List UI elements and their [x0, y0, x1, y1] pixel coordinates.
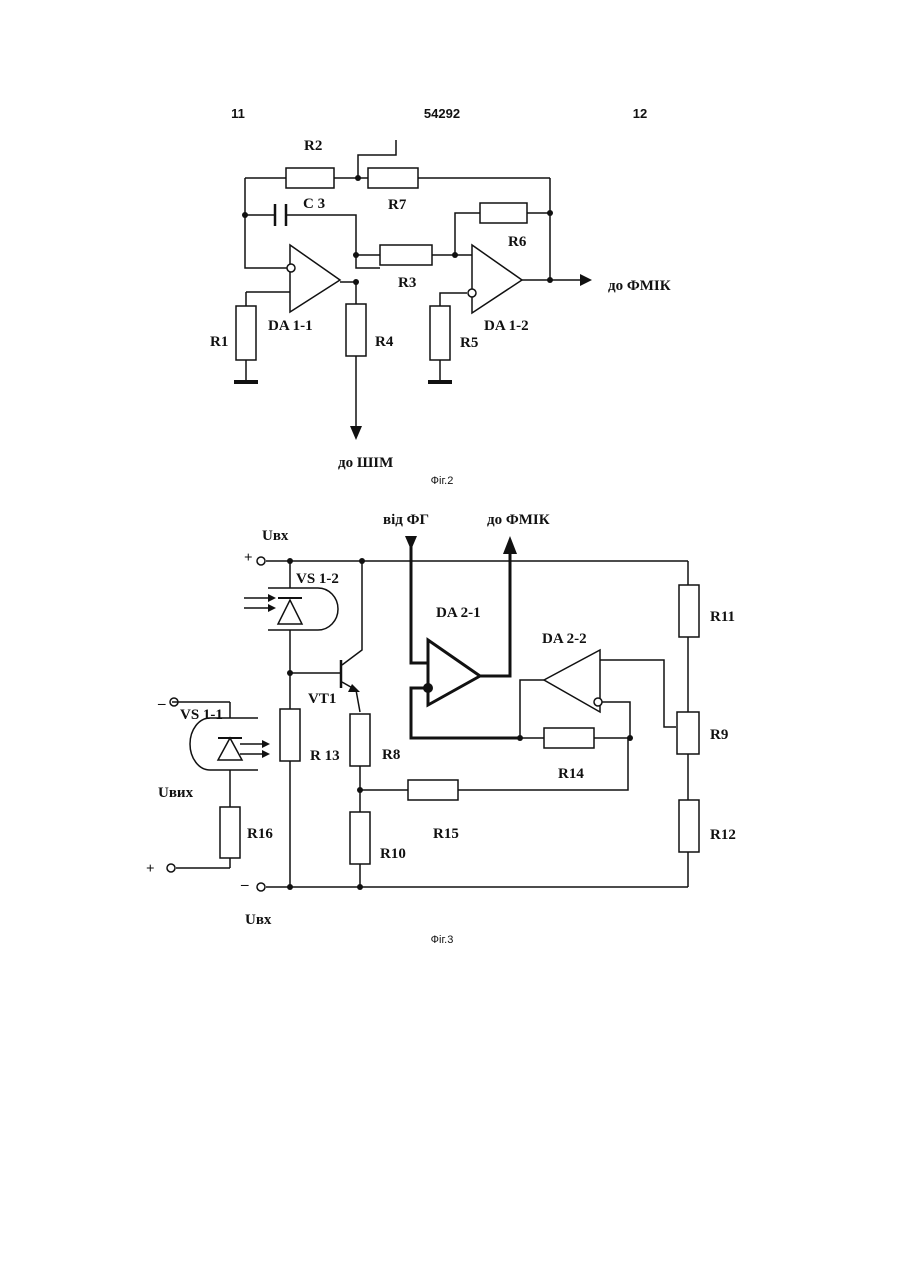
label-out-fmik: до ФМІК — [608, 278, 671, 294]
label-r8: R8 — [382, 747, 400, 763]
label-r1: R1 — [210, 334, 228, 350]
optocoupler-vs1-2 — [244, 588, 338, 630]
arrow-up-icon — [503, 536, 517, 554]
resistor-r5 — [430, 306, 450, 360]
label-minus-left: – — [157, 696, 166, 712]
label-uvx-top: Uвх — [262, 528, 289, 544]
ground-icon — [234, 380, 452, 384]
resistor-r13 — [280, 709, 300, 761]
resistor-r2 — [286, 168, 334, 188]
opamp-da1-1 — [287, 245, 340, 312]
potentiometer-r7 — [368, 168, 418, 188]
label-vs1-2: VS 1-2 — [296, 571, 339, 587]
label-do-fmik: до ФМІК — [487, 512, 550, 528]
label-minus-bottom: – — [240, 877, 249, 893]
label-da2-2: DA 2-2 — [542, 631, 587, 647]
label-r11: R11 — [710, 609, 735, 625]
resistor-r12 — [679, 800, 699, 852]
potentiometer-r9 — [677, 712, 699, 754]
label-r14: R14 — [558, 766, 584, 782]
label-r5: R5 — [460, 335, 478, 351]
label-r6: R6 — [508, 234, 527, 250]
junction-da2-1-input — [423, 683, 433, 693]
patent-number: 54292 — [424, 106, 460, 121]
figure-3-caption: Фіг.3 — [431, 934, 454, 946]
opamp-da2-2 — [544, 650, 602, 712]
resistor-r15 — [408, 780, 458, 800]
label-da2-1: DA 2-1 — [436, 605, 481, 621]
resistor-r11 — [679, 585, 699, 637]
figure-2-caption: Фіг.2 — [431, 475, 454, 487]
label-vid-fg: від ФГ — [383, 512, 429, 528]
label-r15: R15 — [433, 826, 459, 842]
resistor-r1 — [236, 306, 256, 360]
label-out-shim: до ШІМ — [338, 455, 393, 471]
optocoupler-vs1-1 — [190, 718, 270, 770]
label-r10: R10 — [380, 846, 406, 862]
arrow-right-icon — [580, 274, 592, 286]
opamp-da2-1 — [428, 640, 480, 705]
label-r13: R 13 — [310, 748, 340, 764]
label-r16: R16 — [247, 826, 273, 842]
label-r3: R3 — [398, 275, 416, 291]
label-plus-top: + — [244, 550, 253, 566]
page-number-left: 11 — [231, 106, 245, 121]
arrow-down-icon — [405, 536, 417, 550]
label-uvyx: Uвих — [158, 785, 194, 801]
label-c3: C 3 — [303, 196, 325, 212]
transistor-vt1 — [341, 660, 360, 692]
label-r4: R4 — [375, 334, 394, 350]
figure-2-circuit: R2 R7 C 3 R6 R3 R1 DA 1-1 R4 DA 1-2 R5 д… — [210, 138, 671, 487]
label-vt1: VT1 — [308, 691, 336, 707]
resistor-r6 — [480, 203, 527, 223]
label-r9: R9 — [710, 727, 728, 743]
label-vs1-1: VS 1-1 — [180, 707, 223, 723]
label-da1-1: DA 1-1 — [268, 318, 313, 334]
resistor-r4 — [346, 304, 366, 356]
label-plus-bottom: + — [146, 861, 155, 877]
label-r2: R2 — [304, 138, 322, 154]
label-uvx-bottom: Uвх — [245, 912, 272, 928]
label-r7: R7 — [388, 197, 407, 213]
resistor-r10 — [350, 812, 370, 864]
opamp-da1-2 — [468, 245, 522, 313]
resistor-r16 — [220, 807, 240, 858]
resistor-r8 — [350, 714, 370, 766]
resistor-r3 — [380, 245, 432, 265]
capacitor-c3 — [275, 204, 286, 226]
arrow-down-icon — [350, 426, 362, 440]
page-number-right: 12 — [633, 106, 647, 121]
label-da1-2: DA 1-2 — [484, 318, 529, 334]
label-r12: R12 — [710, 827, 736, 843]
resistor-r14 — [544, 728, 594, 748]
figure-3-circuit: Uвх + VS 1-2 VT1 – VS 1-1 Uвих R16 + – U… — [146, 512, 736, 946]
